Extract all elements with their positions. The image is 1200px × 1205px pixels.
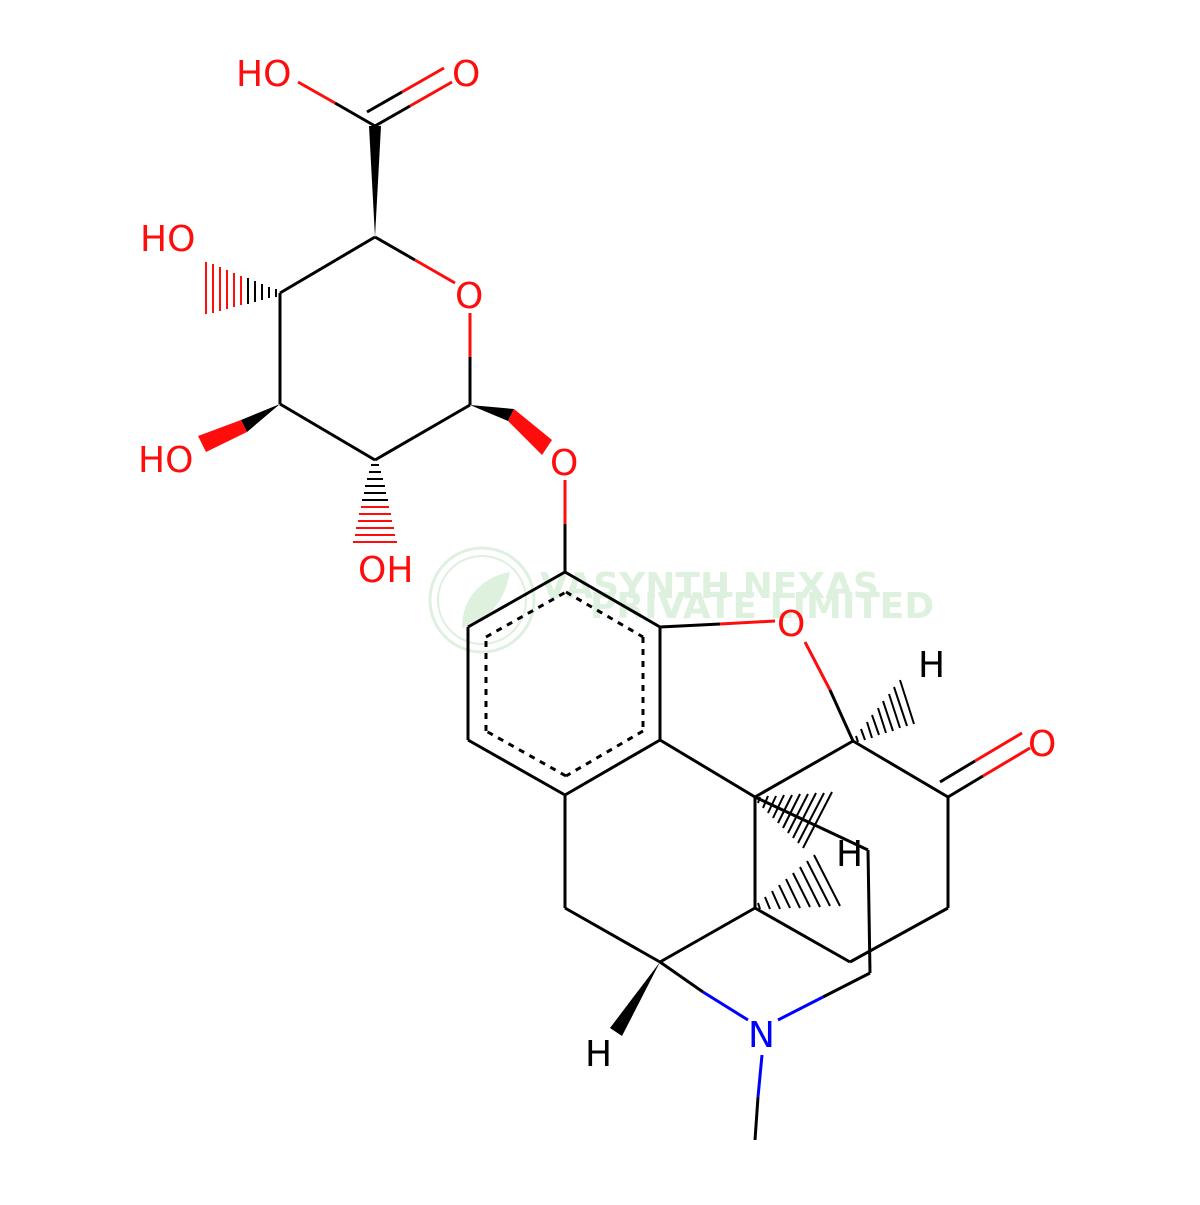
bond [753,1096,760,1141]
hydroxyl-c4-label: HO [140,219,195,260]
bond-oxygen [401,66,445,94]
carboxyl-oh-label: HO [236,54,291,95]
bond [659,906,756,964]
bond [939,759,976,784]
wedge-bond [198,420,247,452]
bond [828,689,855,742]
bond [754,795,869,852]
wedge-bond [508,409,552,455]
hydroxyl-c2-label: OH [358,550,413,591]
bond [366,90,403,114]
bond [467,570,566,629]
bond-oxygen [803,641,832,691]
ring-oxygen-label: O [455,276,483,317]
wedge-bond [241,404,280,432]
wedge-bond [369,126,381,237]
bond [852,739,949,799]
furan-oxygen-label: O [777,604,805,645]
bond [467,738,566,797]
wedge-bonds [198,126,660,1036]
bond [279,235,376,295]
bond [564,906,661,964]
bond [374,235,416,262]
bonds [278,90,984,1141]
watermark-line1: VASYNTH NEXAS [540,566,879,607]
bond-oxygen [297,80,336,105]
watermark: VASYNTH NEXAS PRIVATE LIMITED [428,546,934,654]
bond [374,104,411,128]
ketone-oxygen-label: O [1028,724,1056,765]
bond [754,739,854,799]
hydrogen-c5-label: H [918,645,945,686]
bond-nitrogen [702,990,749,1022]
bond-oxygen [719,619,776,626]
atom-labels: HO O HO O HO O OH O O N H H H [138,54,1056,1075]
hash-bond [757,854,841,910]
bond [849,906,949,964]
hash-bonds [205,262,915,910]
bond [279,402,376,462]
bond-oxygen [974,731,1023,763]
nitrogen-label: N [748,1015,775,1056]
bond [564,738,661,797]
leaf-logo-icon [462,572,510,628]
bond [659,738,756,799]
hash-bond [205,262,277,314]
bond [659,960,704,994]
wedge-bond [470,405,514,421]
bond [334,101,376,128]
bond [564,570,661,629]
bond [754,906,851,964]
hydrogen-c13-label: H [836,834,863,875]
hydrogen-c9-label: H [585,1034,612,1075]
bond-nitrogen [777,995,824,1022]
bond-nitrogen [756,1054,764,1098]
glycosidic-oxygen-label: O [550,443,578,484]
bond [866,849,872,974]
bond [659,622,721,629]
bond-oxygen [409,80,453,108]
bond-oxygen [982,746,1031,778]
wedge-bond [610,962,660,1036]
hash-bond [855,679,915,743]
bond [374,403,471,462]
hash-bond [353,464,397,543]
bond-oxygen [414,258,456,285]
hash-bond [757,791,833,849]
hydroxyl-c3-label: HO [138,440,193,481]
carboxyl-o-label: O [452,54,480,95]
bond [822,971,871,999]
hetero-bonds [297,66,1031,1098]
aromatic-dashes [484,590,645,778]
bond [947,774,984,799]
